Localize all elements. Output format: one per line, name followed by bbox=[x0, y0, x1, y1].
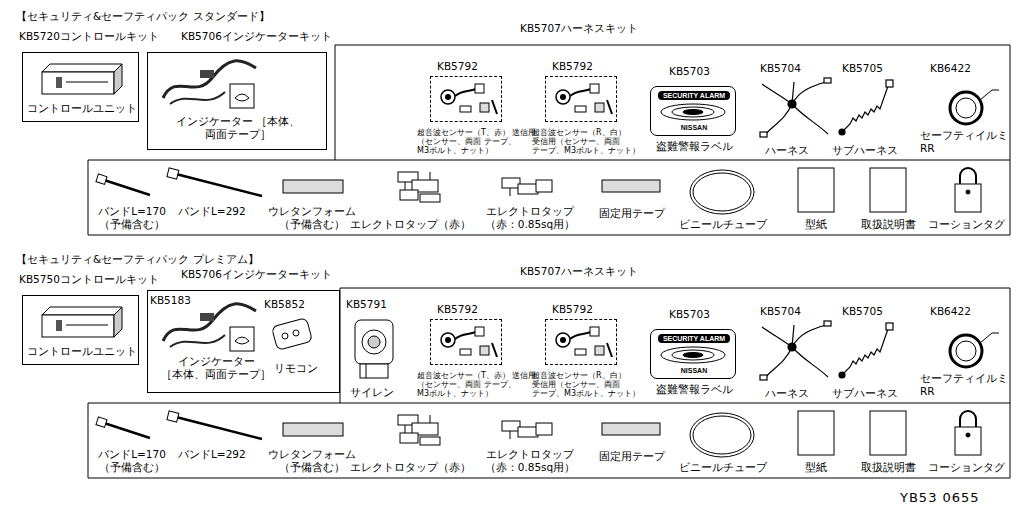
part-label: ビニールチューブ bbox=[678, 461, 768, 474]
part-label: ハーネス bbox=[765, 144, 825, 157]
part-label: セーフティイルミ RR bbox=[920, 129, 1008, 155]
part-label: エレクトロタップ （赤：0.85sq用） bbox=[475, 205, 585, 231]
part-caption: 超音波センサー（T、赤） 送信用（センサー、両面 テープ、M3ボルト、ナット） bbox=[417, 371, 537, 398]
kit-heading: KB5707ハーネスキット bbox=[520, 265, 720, 278]
drawing-number: YB53 0655 bbox=[900, 490, 1020, 505]
part-caption: インジケーター ［本体、両面テープ］ bbox=[173, 115, 303, 141]
siren-figure bbox=[362, 330, 386, 354]
part-label: ウレタンフォーム （予備含む） bbox=[262, 205, 362, 231]
label-print: SECURITY ALARM bbox=[658, 91, 730, 100]
part-label: リモコン bbox=[274, 362, 324, 375]
part-caption: コントロールユニット bbox=[23, 345, 140, 358]
part-caption: 超音波センサー（R、白） 受信用（センサー、両面 テープ、M3ボルト、ナット） bbox=[532, 128, 652, 155]
part-label: エレクトロタップ（赤） bbox=[350, 461, 475, 474]
kit-heading: KB5706インジケーターキット bbox=[181, 30, 351, 43]
part-group-box: KB5792超音波センサー（T、赤） 送信用（センサー、両面 テープ、M3ボルト… bbox=[430, 319, 502, 365]
part-label: サブハーネス bbox=[832, 144, 912, 157]
label-print: SECURITY ALARM bbox=[658, 334, 730, 343]
kit-heading: KB5703 bbox=[669, 65, 729, 78]
part-group-box: KB5792超音波センサー（R、白） 受信用（センサー、両面 テープ、M3ボルト… bbox=[545, 76, 617, 122]
part-label: 型紙 bbox=[796, 461, 836, 474]
label-print: NISSAN bbox=[671, 366, 717, 375]
part-caption: 盗難警報ラベル bbox=[641, 383, 747, 396]
part-label: コーションタグ bbox=[925, 218, 1007, 231]
part-caption: 超音波センサー（T、赤） 送信用（センサー、両面 テープ、M3ボルト、ナット） bbox=[417, 128, 537, 155]
kit-box: KB5706インジケーターキットインジケーター ［本体、両面テープ］ bbox=[147, 52, 327, 150]
part-label: 固定用テープ bbox=[598, 450, 666, 463]
alarm-label-shape: KB5703SECURITY ALARMNISSAN盗難警報ラベル bbox=[650, 329, 736, 379]
kit-heading: KB5706インジケーターキット bbox=[181, 268, 351, 281]
part-label: ウレタンフォーム （予備含む） bbox=[262, 448, 362, 474]
part-label: ハーネス bbox=[765, 387, 825, 400]
part-label: 取扱説明書 bbox=[858, 461, 918, 474]
part-label: 取扱説明書 bbox=[858, 218, 918, 231]
part-label: KB5705 bbox=[842, 305, 902, 318]
premium-pack-figures bbox=[42, 304, 999, 457]
kit-heading: KB5792 bbox=[552, 303, 612, 316]
part-caption: インジケーター ［本体、両面テープ］ bbox=[156, 355, 276, 381]
kit-heading: KB5707ハーネスキット bbox=[520, 22, 720, 35]
kit-box: KB5750コントロールキットコントロールユニット bbox=[22, 295, 139, 365]
section-title: 【セキュリティ&セーフティパック プレミアム】 bbox=[16, 253, 436, 266]
kit-heading: KB5703 bbox=[669, 308, 729, 321]
part-label: KB6422 bbox=[930, 305, 990, 318]
part-label: ビニールチューブ bbox=[678, 218, 768, 231]
kit-heading: KB5792 bbox=[437, 303, 497, 316]
siren-figure bbox=[366, 364, 367, 378]
kit-box: KB5720コントロールキットコントロールユニット bbox=[22, 52, 139, 122]
part-caption: 盗難警報ラベル bbox=[641, 140, 747, 153]
part-label: エレクトロタップ （赤：0.85sq用） bbox=[475, 448, 585, 474]
part-label: KB5705 bbox=[842, 62, 902, 75]
part-label: セーフティイルミ RR bbox=[920, 372, 1008, 398]
label-print: NISSAN bbox=[671, 123, 717, 132]
siren-figure bbox=[360, 364, 388, 378]
standard-pack-figures bbox=[42, 61, 999, 214]
remote-figure bbox=[293, 330, 299, 336]
siren-figure bbox=[355, 320, 393, 364]
kit-heading: KB5792 bbox=[552, 60, 612, 73]
part-label: KB5183 bbox=[150, 294, 210, 307]
alarm-label-shape: KB5703SECURITY ALARMNISSAN盗難警報ラベル bbox=[650, 86, 736, 136]
siren-figure bbox=[368, 336, 380, 348]
part-label: バンドL=170 （予備含む） bbox=[92, 448, 172, 474]
siren-figure bbox=[355, 320, 393, 378]
harness-kit-outline bbox=[88, 288, 1010, 478]
kit-heading: KB5792 bbox=[437, 60, 497, 73]
section-title: 【セキュリティ&セーフティパック スタンダード】 bbox=[16, 10, 436, 23]
part-label: KB5704 bbox=[760, 305, 820, 318]
part-label: バンドL=170 （予備含む） bbox=[92, 205, 172, 231]
part-label: サブハーネス bbox=[832, 387, 912, 400]
part-label: サイレン bbox=[350, 386, 410, 399]
part-caption: 超音波センサー（R、白） 受信用（センサー、両面 テープ、M3ボルト、ナット） bbox=[532, 371, 652, 398]
part-group-box: KB5792超音波センサー（T、赤） 送信用（センサー、両面 テープ、M3ボルト… bbox=[430, 76, 502, 122]
remote-figure bbox=[272, 318, 313, 350]
part-label: バンドL=292 bbox=[178, 448, 263, 461]
harness-kit-outline bbox=[88, 45, 1010, 235]
part-group-box: KB5792超音波センサー（R、白） 受信用（センサー、両面 テープ、M3ボルト… bbox=[545, 319, 617, 365]
part-label: KB6422 bbox=[930, 62, 990, 75]
part-label: KB5852 bbox=[264, 298, 324, 311]
part-label: KB5791 bbox=[346, 298, 406, 311]
part-label: バンドL=292 bbox=[178, 205, 263, 218]
part-label: KB5704 bbox=[760, 62, 820, 75]
part-label: エレクトロタップ（赤） bbox=[350, 218, 475, 231]
remote-figure bbox=[272, 318, 313, 350]
part-caption: コントロールユニット bbox=[23, 102, 140, 115]
remote-figure bbox=[282, 333, 288, 339]
part-label: 固定用テープ bbox=[598, 207, 666, 220]
part-label: コーションタグ bbox=[925, 461, 1007, 474]
part-label: 型紙 bbox=[796, 218, 836, 231]
